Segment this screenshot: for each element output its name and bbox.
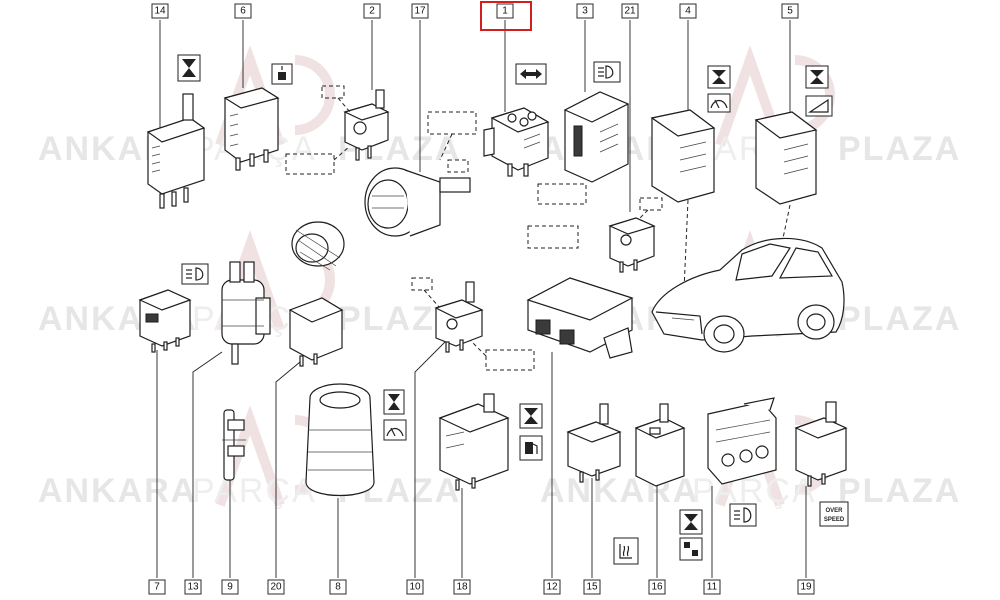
callout-21[interactable]: 21 — [621, 3, 639, 19]
overspeed-text-line1: OVER — [825, 508, 843, 514]
relay-part-13 — [221, 261, 271, 365]
hourglass-icon — [707, 65, 731, 89]
svg-text:20: 20 — [270, 582, 282, 593]
svg-text:6: 6 — [240, 6, 246, 17]
callout-5[interactable]: 5 — [781, 3, 799, 19]
relay-part-12 — [526, 277, 634, 359]
relay-part-18 — [438, 393, 510, 491]
hourglass-icon — [383, 389, 405, 415]
callout-1[interactable]: 1 — [496, 3, 514, 19]
hazard-light-icon — [271, 63, 293, 85]
callout-20[interactable]: 20 — [267, 579, 285, 595]
hourglass-icon — [519, 403, 543, 429]
relay-part-14 — [146, 93, 206, 209]
svg-text:17: 17 — [414, 6, 426, 17]
svg-text:11: 11 — [707, 582, 718, 593]
rear-wiper-icon — [805, 95, 833, 117]
overspeed-text-line2: SPEED — [824, 517, 845, 523]
fuel-pump-icon — [519, 435, 543, 461]
car-illustration — [651, 237, 845, 353]
callout-9[interactable]: 9 — [221, 579, 239, 595]
relay-part-20 — [288, 297, 344, 367]
svg-text:16: 16 — [651, 582, 663, 593]
callout-12[interactable]: 12 — [543, 579, 561, 595]
callout-labels: 14 6 2 17 1 3 21 4 5 7 13 9 20 8 10 18 1… — [148, 1, 815, 595]
watermark-brand-bold: ANKARA — [38, 472, 197, 510]
warning-pictogram-icon — [679, 537, 703, 561]
svg-text:3: 3 — [582, 6, 588, 17]
relay-part-9 — [222, 409, 246, 481]
leader-lines — [156, 20, 807, 578]
svg-text:1: 1 — [502, 6, 508, 17]
callout-8[interactable]: 8 — [329, 579, 347, 595]
callout-10[interactable]: 10 — [406, 579, 424, 595]
callout-2[interactable]: 2 — [363, 3, 381, 19]
overspeed-warning-icon: OVER SPEED — [819, 501, 849, 527]
callout-13[interactable]: 13 — [184, 579, 202, 595]
function-symbols: OVER SPEED — [177, 54, 849, 565]
svg-text:13: 13 — [187, 582, 199, 593]
wiper-icon — [383, 419, 407, 441]
relay-part-21 — [527, 197, 663, 273]
svg-text:10: 10 — [409, 582, 421, 593]
relay-part-7 — [138, 289, 192, 353]
relay-part-15 — [566, 403, 622, 483]
watermark-brand-bold: PLAZA — [838, 472, 961, 510]
callout-15[interactable]: 15 — [583, 579, 601, 595]
headlamp-icon — [593, 61, 621, 83]
callout-11[interactable]: 11 — [703, 579, 721, 595]
svg-text:12: 12 — [546, 582, 558, 593]
watermark-brand-bold: PLAZA — [838, 300, 961, 338]
headlamp-icon — [729, 503, 757, 527]
hourglass-icon — [679, 509, 703, 535]
callout-16[interactable]: 16 — [648, 579, 666, 595]
svg-text:5: 5 — [787, 6, 793, 17]
svg-text:7: 7 — [154, 582, 160, 593]
svg-text:2: 2 — [369, 6, 375, 17]
relay-part-1 — [483, 107, 587, 205]
relay-part-8 — [305, 383, 375, 496]
svg-text:8: 8 — [335, 582, 341, 593]
callout-7[interactable]: 7 — [148, 579, 166, 595]
relay-part-10 — [411, 277, 535, 371]
relay-part-3 — [563, 91, 630, 183]
headlamp-icon — [181, 263, 209, 285]
relay-part-2 — [285, 85, 390, 175]
svg-text:19: 19 — [800, 582, 812, 593]
relay-part-19 — [794, 401, 848, 487]
callout-18[interactable]: 18 — [453, 579, 471, 595]
relay-part-4 — [650, 109, 716, 203]
svg-text:18: 18 — [456, 582, 468, 593]
callout-4[interactable]: 4 — [679, 3, 697, 19]
callout-14[interactable]: 14 — [151, 3, 169, 19]
hourglass-icon — [177, 54, 201, 82]
relay-part-11 — [707, 397, 777, 485]
relay-part-6 — [223, 87, 280, 171]
svg-text:21: 21 — [624, 6, 636, 17]
double-arrow-icon — [515, 63, 547, 85]
callout-19[interactable]: 19 — [797, 579, 815, 595]
relay-part-5 — [754, 111, 818, 205]
wiper-icon — [707, 93, 731, 113]
svg-text:14: 14 — [154, 6, 166, 17]
callout-3[interactable]: 3 — [576, 3, 594, 19]
heated-seat-icon — [613, 537, 639, 565]
callout-17[interactable]: 17 — [411, 3, 429, 19]
callout-6[interactable]: 6 — [234, 3, 252, 19]
hourglass-icon — [805, 65, 829, 89]
relay-part-17 — [291, 111, 477, 271]
svg-text:15: 15 — [586, 582, 598, 593]
watermark-brand-bold: PLAZA — [838, 130, 961, 168]
watermark-brand-light: PARÇA — [192, 472, 317, 510]
selected-callout-highlight — [480, 1, 532, 31]
svg-text:4: 4 — [685, 6, 691, 17]
relay-part-16 — [634, 403, 686, 487]
svg-text:9: 9 — [227, 582, 233, 593]
